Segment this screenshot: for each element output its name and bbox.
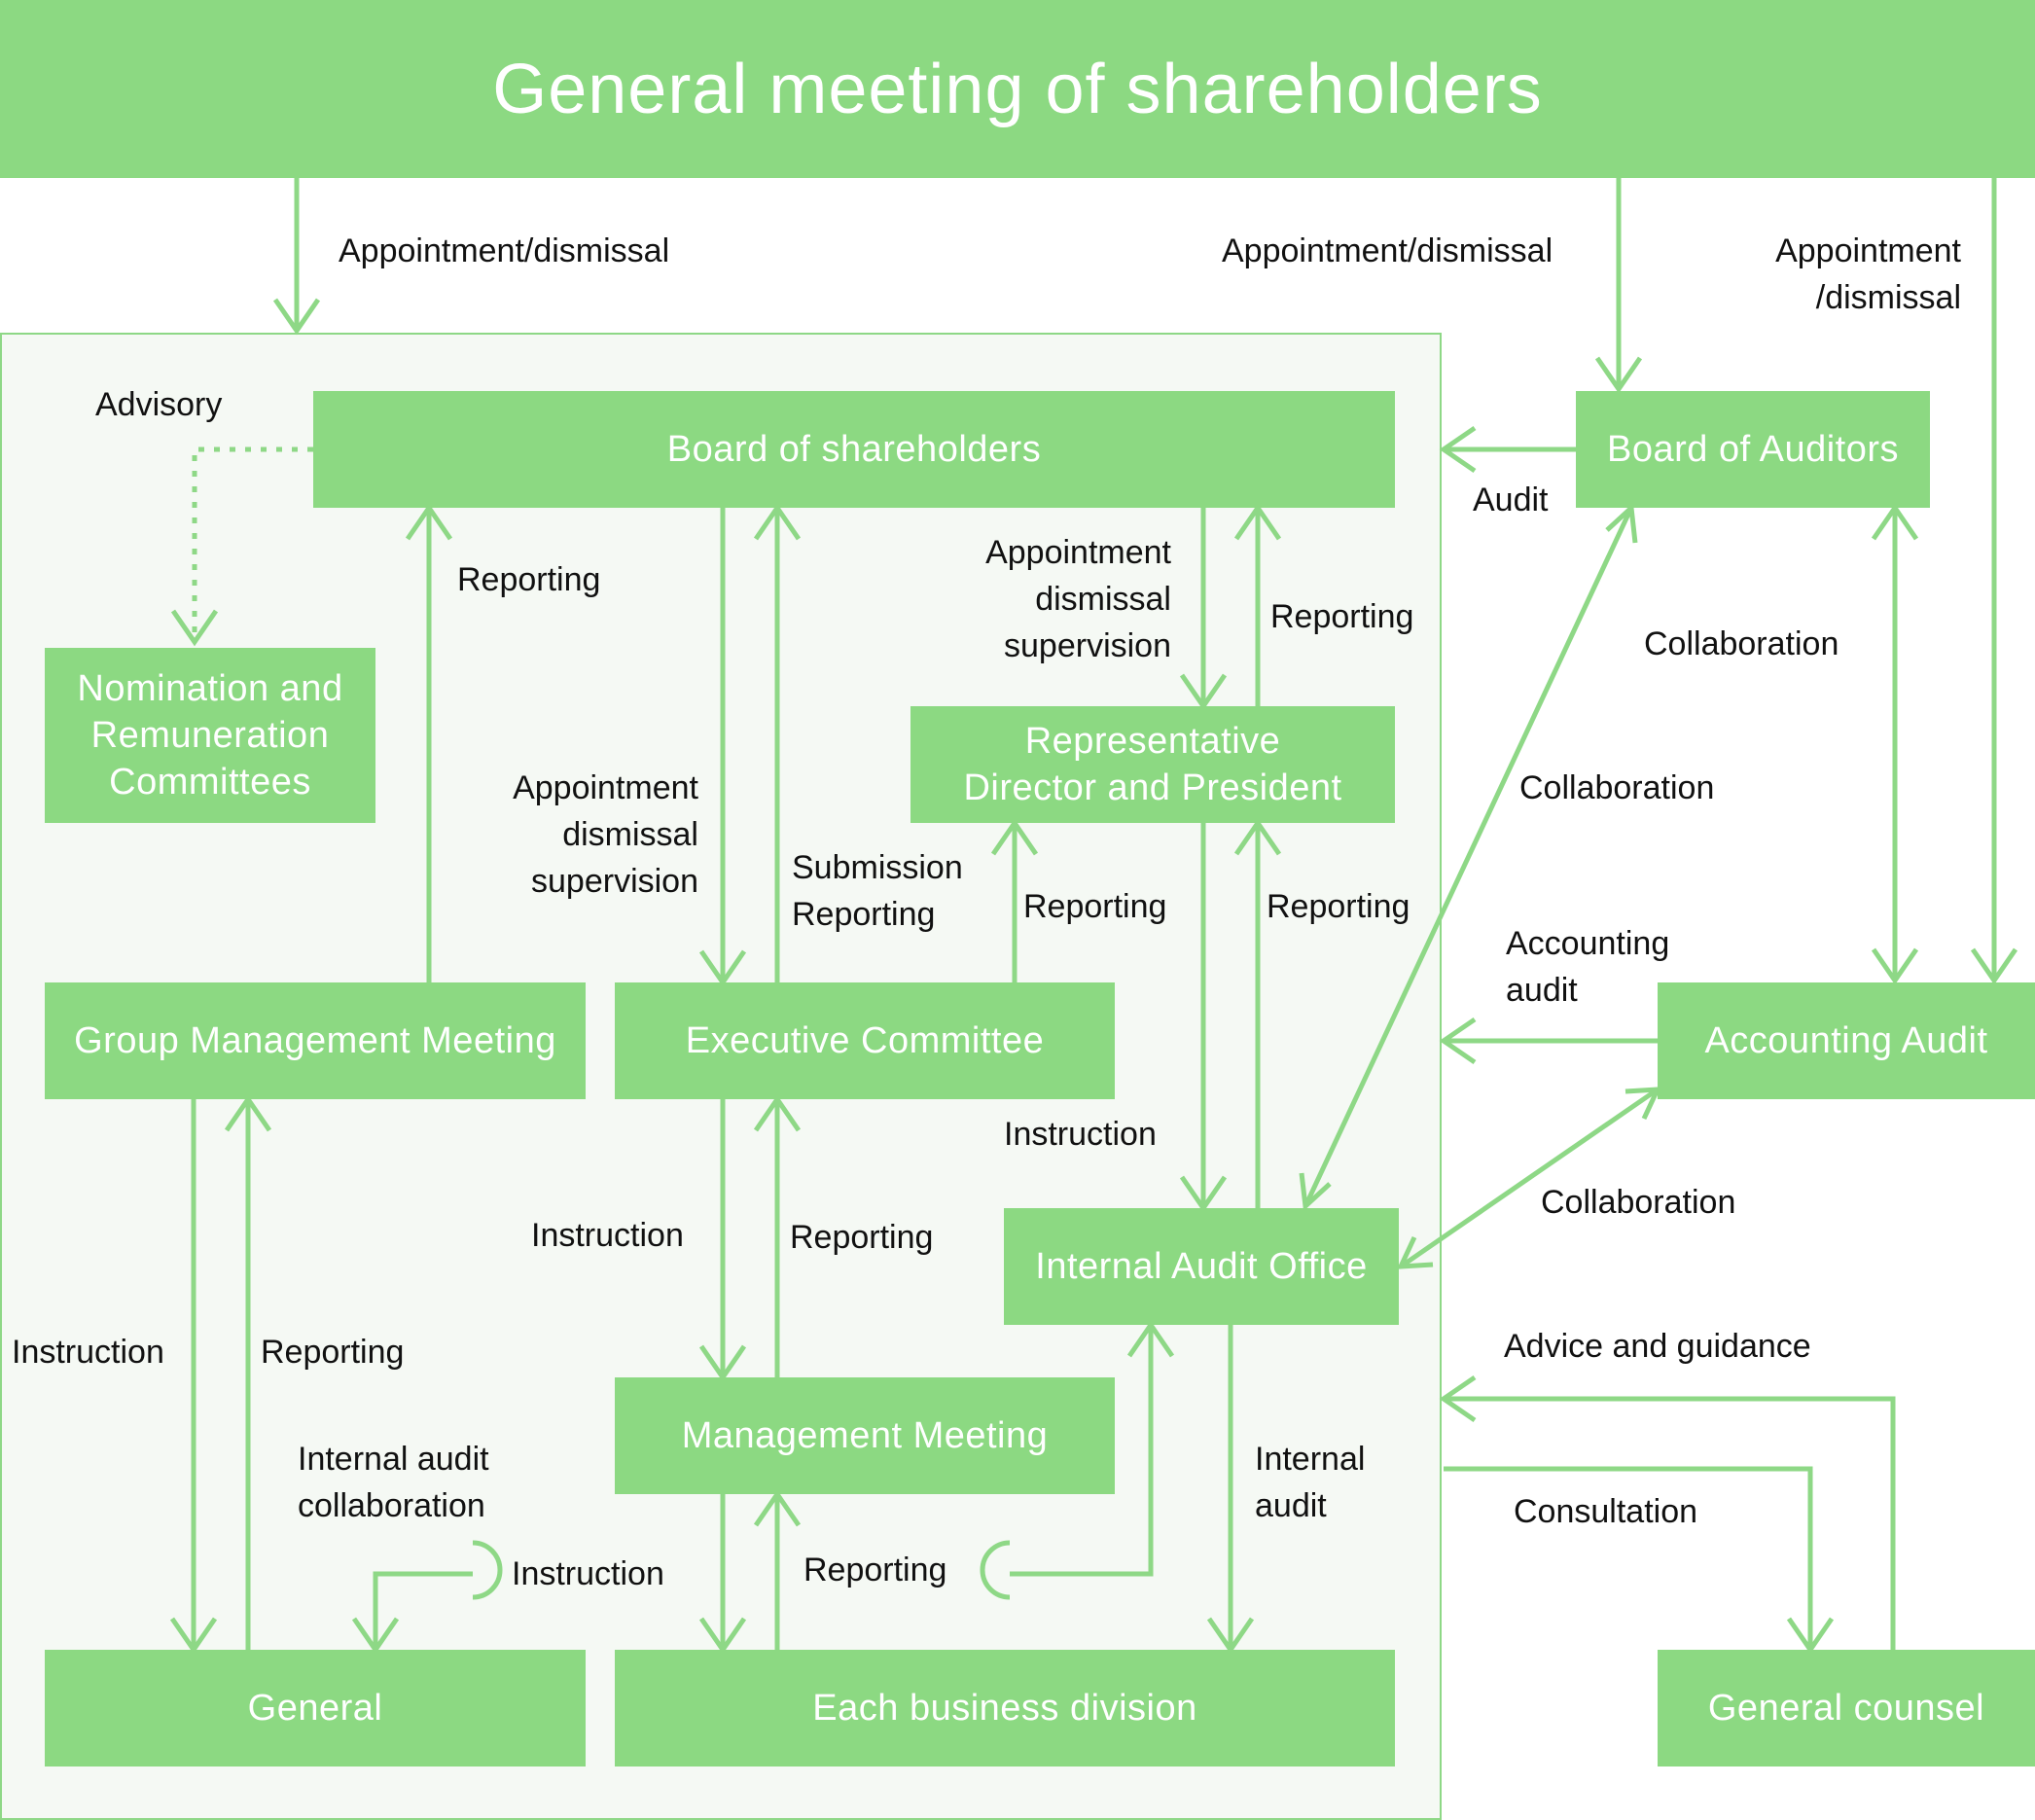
label-collaboration-acct-ia: Collaboration <box>1541 1184 1736 1221</box>
management-meeting-box: Management Meeting <box>615 1377 1115 1494</box>
label-reporting-exec-rep: Reporting <box>1023 888 1167 925</box>
arrow-consultation <box>1444 1466 1813 1650</box>
arrowhead <box>1594 356 1643 394</box>
label-advice-guidance: Advice and guidance <box>1504 1328 1811 1365</box>
arrow-internal-audit-collab <box>373 1540 503 1650</box>
executive-committee-box: Executive Committee <box>615 982 1115 1099</box>
label-reporting-rep-board: Reporting <box>1270 598 1414 635</box>
arrowhead <box>272 298 321 336</box>
label-submission-reporting: Submission Reporting <box>792 849 963 933</box>
internal-audit-office-box: Internal Audit Office <box>1004 1208 1399 1325</box>
arrowhead <box>1439 1374 1477 1423</box>
arrowhead <box>1299 1172 1332 1212</box>
arrowhead <box>1126 1320 1175 1358</box>
arrowhead <box>753 1489 802 1527</box>
label-appointment-right: Appointment /dismissal <box>1775 232 1961 316</box>
label-reporting-ia-rep: Reporting <box>1267 888 1410 925</box>
arrow-collab-auditors-ia <box>1303 506 1634 1208</box>
label-consultation: Consultation <box>1514 1493 1698 1530</box>
label-internal-audit-collaboration: Internal audit collaboration <box>298 1441 489 1524</box>
arrowhead <box>1233 818 1282 856</box>
label-reporting-gm-board: Reporting <box>457 561 601 598</box>
label-internal-audit: Internal audit <box>1255 1441 1366 1524</box>
arrowhead <box>1871 503 1919 541</box>
label-collaboration-auditors-acct: Collaboration <box>1644 625 1839 662</box>
arrowhead <box>170 609 219 647</box>
arrowhead <box>990 818 1039 856</box>
label-appointment-left: Appointment/dismissal <box>339 232 670 269</box>
label-collaboration-auditors-ia: Collaboration <box>1519 769 1715 806</box>
arrowhead <box>1439 425 1477 474</box>
label-instruction-rep-ia: Instruction <box>1004 1116 1157 1153</box>
accounting-audit-box: Accounting Audit <box>1658 982 2035 1099</box>
arrow-advice-guidance <box>1444 1396 1896 1650</box>
label-advisory: Advisory <box>95 386 223 423</box>
general-box: General <box>45 1650 586 1766</box>
label-instruction-mm-general: Instruction <box>512 1555 664 1592</box>
arrowhead <box>1396 1235 1434 1269</box>
label-instruction-gm-general: Instruction <box>12 1334 164 1371</box>
label-reporting-general-gm: Reporting <box>261 1334 405 1371</box>
label-reporting-mm-ia: Reporting <box>803 1552 947 1588</box>
board-of-auditors-box: Board of Auditors <box>1576 391 1930 508</box>
general-meeting-header: General meeting of shareholders <box>0 0 2035 178</box>
arrowhead <box>1439 1017 1477 1065</box>
general-counsel-box: General counsel <box>1658 1650 2035 1766</box>
arrowhead <box>405 503 453 541</box>
arrow-reporting-mm-ia <box>980 1325 1154 1600</box>
arrowhead <box>224 1094 272 1132</box>
label-reporting-mm-exec: Reporting <box>790 1219 934 1256</box>
arrowhead <box>1605 502 1638 544</box>
group-management-meeting-box: Group Management Meeting <box>45 982 586 1099</box>
label-appointment-mid: Appointment/dismissal <box>1222 232 1553 269</box>
arrowhead <box>1233 503 1282 541</box>
label-instruction-exec-mm: Instruction <box>531 1217 684 1254</box>
arrow-collab-acct-ia <box>1399 1087 1660 1269</box>
business-division-box: Each business division <box>615 1650 1395 1766</box>
representative-director-box: Representative Director and President <box>910 706 1395 823</box>
label-accounting-audit: Accounting audit <box>1506 925 1670 1009</box>
label-appointment-supervision-exec: Appointment dismissal supervision <box>513 769 698 900</box>
label-appointment-supervision-rep: Appointment dismissal supervision <box>985 534 1171 664</box>
label-audit: Audit <box>1473 482 1549 518</box>
arrowhead <box>1970 947 2018 985</box>
board-of-shareholders-box: Board of shareholders <box>313 391 1395 508</box>
arrowhead <box>1871 947 1919 985</box>
nomination-committees-box: Nomination and Remuneration Committees <box>45 648 375 823</box>
arrowhead <box>753 503 802 541</box>
arrowhead <box>753 1094 802 1132</box>
